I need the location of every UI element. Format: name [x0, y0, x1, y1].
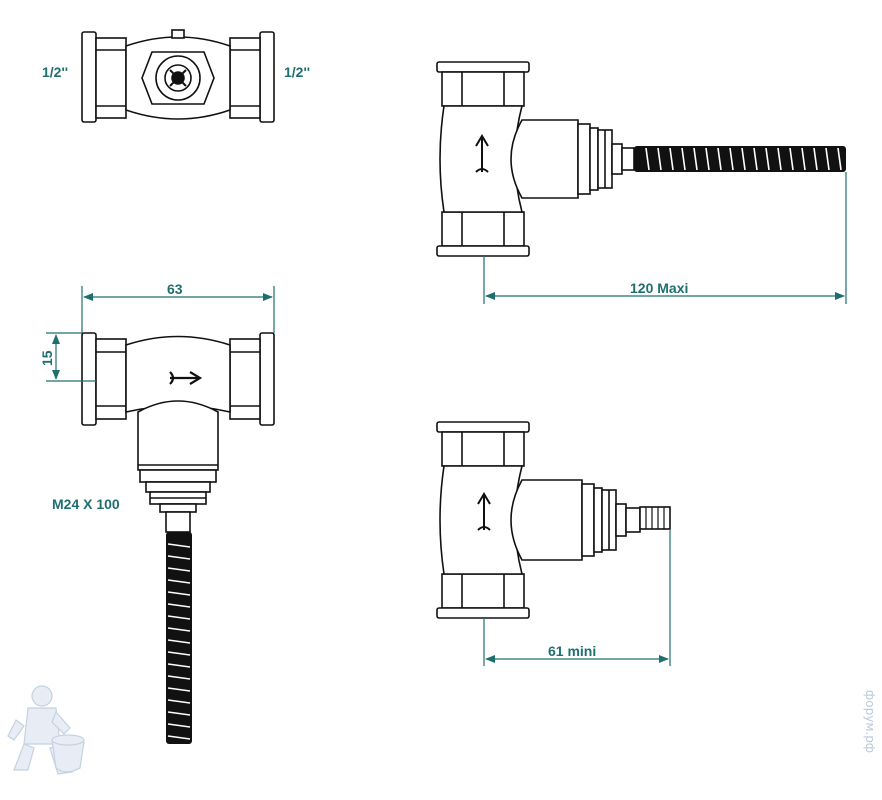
dimension-15 [46, 332, 96, 382]
thread-groove [167, 579, 191, 584]
thread-groove [717, 147, 722, 171]
dimension-120 [483, 172, 847, 304]
thread-groove [167, 651, 191, 656]
thread-groove [777, 147, 782, 171]
thread-groove [167, 639, 191, 644]
flow-direction-arrow-icon [169, 371, 203, 385]
side-view-max [436, 61, 635, 257]
thread-groove [813, 147, 818, 171]
thread-groove [167, 615, 191, 620]
thread-groove [167, 687, 191, 692]
thread-groove [167, 603, 191, 608]
thread-groove [167, 591, 191, 596]
dimension-63 [81, 286, 275, 333]
thread-groove [837, 147, 842, 171]
dimension-15-label: 15 [39, 350, 55, 366]
thread-label: M24 X 100 [52, 496, 120, 512]
thread-groove [167, 627, 191, 632]
watermark: форум.рф [863, 690, 877, 753]
front-view [81, 332, 275, 533]
dimension-61 [483, 529, 671, 666]
thread-groove [167, 699, 191, 704]
flow-direction-arrow-icon [477, 492, 491, 531]
thread-groove [801, 147, 806, 171]
thread-groove [167, 567, 191, 572]
thread-groove [167, 675, 191, 680]
flow-direction-arrow-icon [475, 134, 489, 173]
thread-groove [645, 147, 650, 171]
thread-groove [753, 147, 758, 171]
side-view-min [436, 421, 641, 619]
thread-groove [669, 147, 674, 171]
dimension-61-label: 61 mini [548, 643, 596, 659]
inlet-left-label: 1/2'' [42, 64, 68, 80]
inlet-right-label: 1/2'' [284, 64, 310, 80]
dimension-120-label: 120 Maxi [630, 280, 688, 296]
top-view [81, 29, 275, 123]
thread-groove [729, 147, 734, 171]
horizontal-threaded-rod-min [639, 506, 671, 530]
thread-groove [657, 147, 662, 171]
thread-groove [789, 147, 794, 171]
thread-groove [167, 555, 191, 560]
plumber-mascot-icon [7, 685, 85, 775]
vertical-threaded-rod [166, 532, 192, 744]
dimension-63-label: 63 [167, 281, 183, 297]
horizontal-threaded-rod-max [634, 146, 846, 172]
thread-groove [705, 147, 710, 171]
thread-groove [167, 663, 191, 668]
thread-groove [167, 711, 191, 716]
thread-groove [167, 543, 191, 548]
thread-groove [167, 723, 191, 728]
thread-groove [167, 735, 191, 740]
thread-groove [765, 147, 770, 171]
thread-groove [693, 147, 698, 171]
thread-groove [681, 147, 686, 171]
thread-groove [825, 147, 830, 171]
thread-groove [741, 147, 746, 171]
